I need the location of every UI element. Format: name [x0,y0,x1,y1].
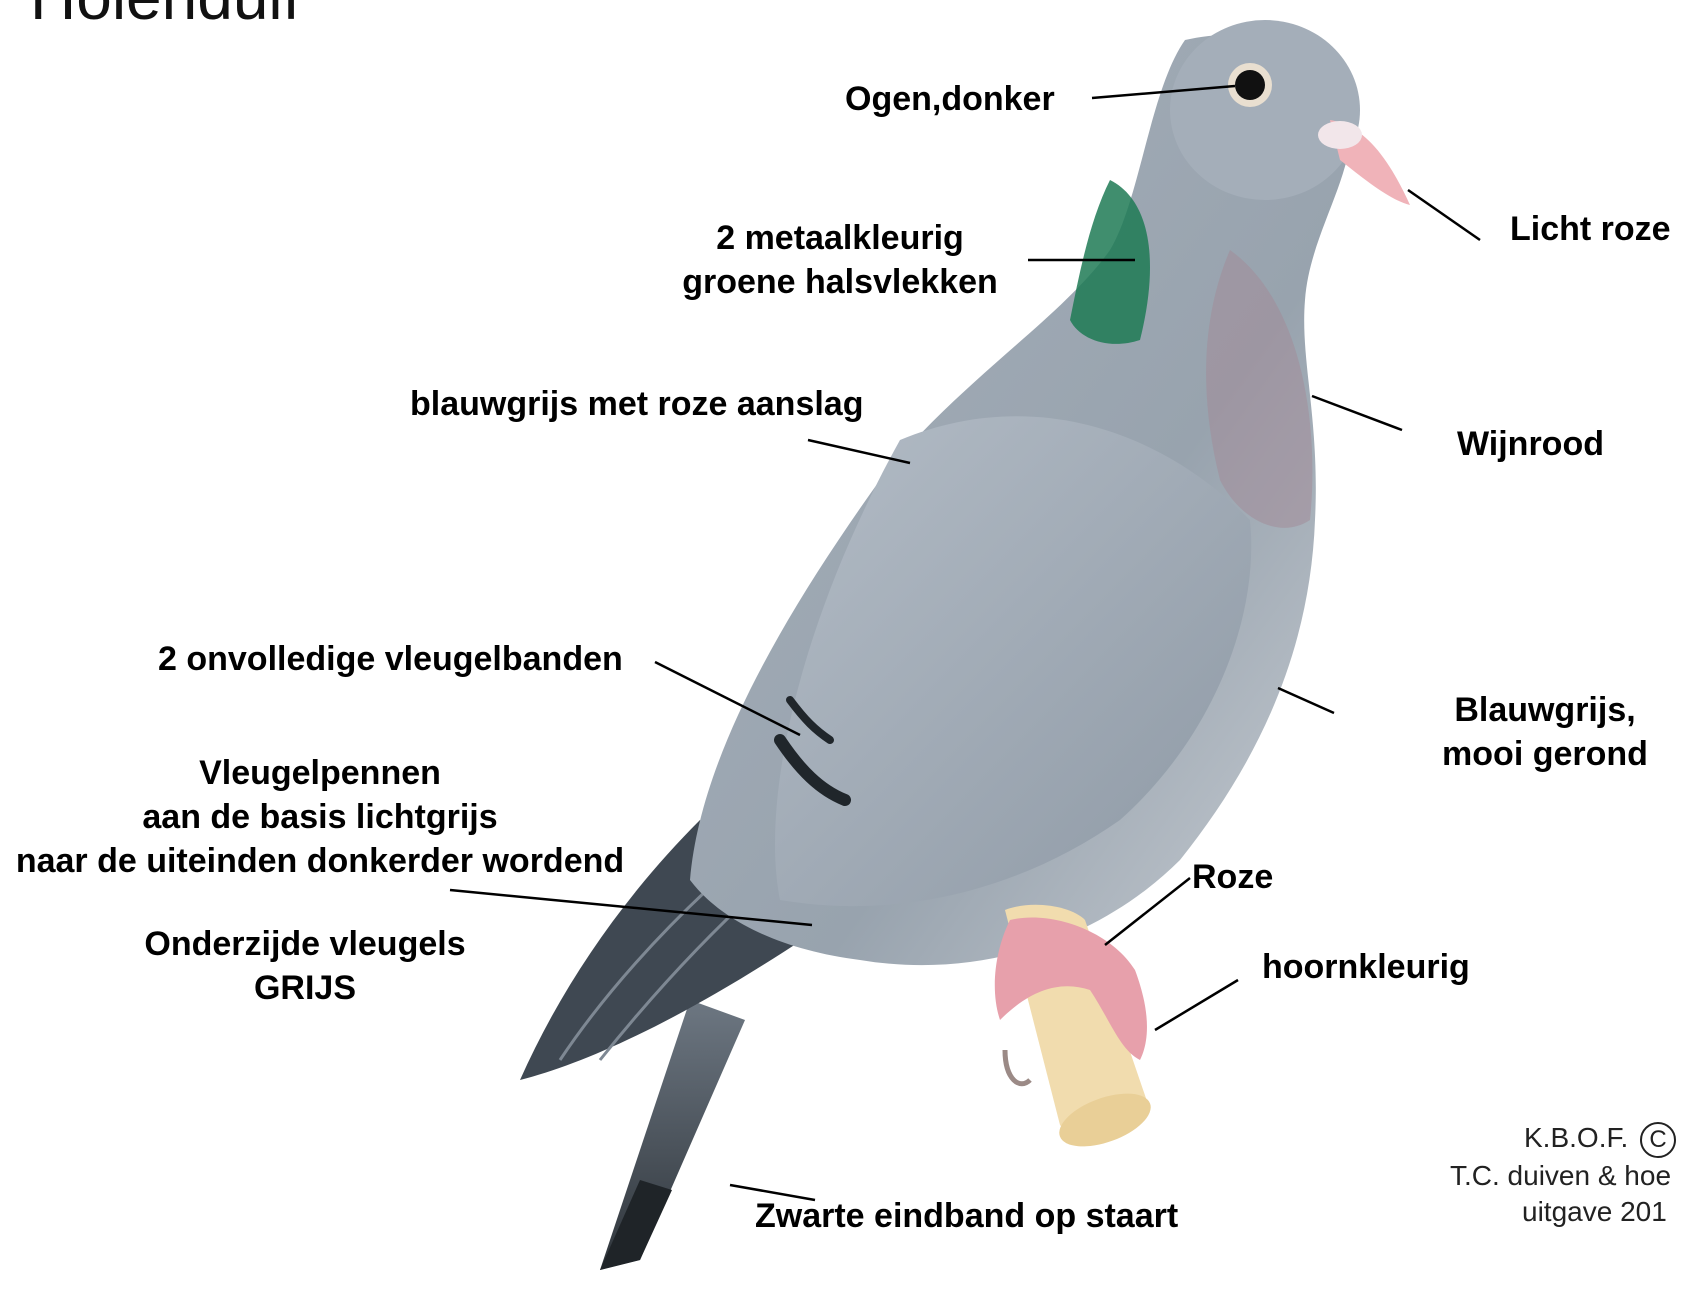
label-primaries: Vleugelpennen aan de basis lichtgrijs na… [10,751,630,883]
leader-primaries [450,890,812,925]
label-neck-spots: 2 metaalkleurig groene halsvlekken [680,216,1000,304]
label-belly-line2: mooi gerond [1420,732,1670,776]
label-underwing-line2: GRIJS [130,966,480,1010]
credit-org: K.B.O.F. [1524,1122,1628,1153]
leader-breast [1312,396,1402,430]
label-primaries-line3: naar de uiteinden donkerder wordend [10,839,630,883]
credit-line2: T.C. duiven & hoe [1440,1158,1681,1194]
leader-beak [1408,190,1480,240]
label-belly-line1: Blauwgrijs, [1420,688,1670,732]
label-breast: Wijnrood [1457,422,1604,466]
label-underwing: Onderzijde vleugels GRIJS [130,922,480,1010]
label-eyes: Ogen,donker [845,77,1055,121]
credit-line1: K.B.O.F. C [1440,1120,1681,1158]
label-beak: Licht roze [1510,207,1671,251]
leader-wing-bars [655,662,800,735]
label-nails: hoornkleurig [1262,945,1470,989]
leader-belly [1278,688,1334,713]
label-neck-spots-line2: groene halsvlekken [680,260,1000,304]
credit-line3: uitgave 201 [1440,1194,1681,1230]
label-feet: Roze [1192,855,1273,899]
label-tail: Zwarte eindband op staart [755,1194,1178,1238]
leader-eyes [1092,86,1235,98]
label-underwing-line1: Onderzijde vleugels [130,922,480,966]
label-belly: Blauwgrijs, mooi gerond [1420,688,1670,776]
leader-feet [1105,878,1190,945]
label-back: blauwgrijs met roze aanslag [410,382,863,426]
leader-nails [1155,980,1238,1030]
leader-back [808,440,910,463]
label-primaries-line1: Vleugelpennen [10,751,630,795]
label-wing-bars: 2 onvolledige vleugelbanden [158,637,623,681]
credit-block: K.B.O.F. C T.C. duiven & hoe uitgave 201 [1440,1120,1681,1230]
label-neck-spots-line1: 2 metaalkleurig [680,216,1000,260]
label-primaries-line2: aan de basis lichtgrijs [10,795,630,839]
copyright-icon: C [1640,1122,1676,1158]
